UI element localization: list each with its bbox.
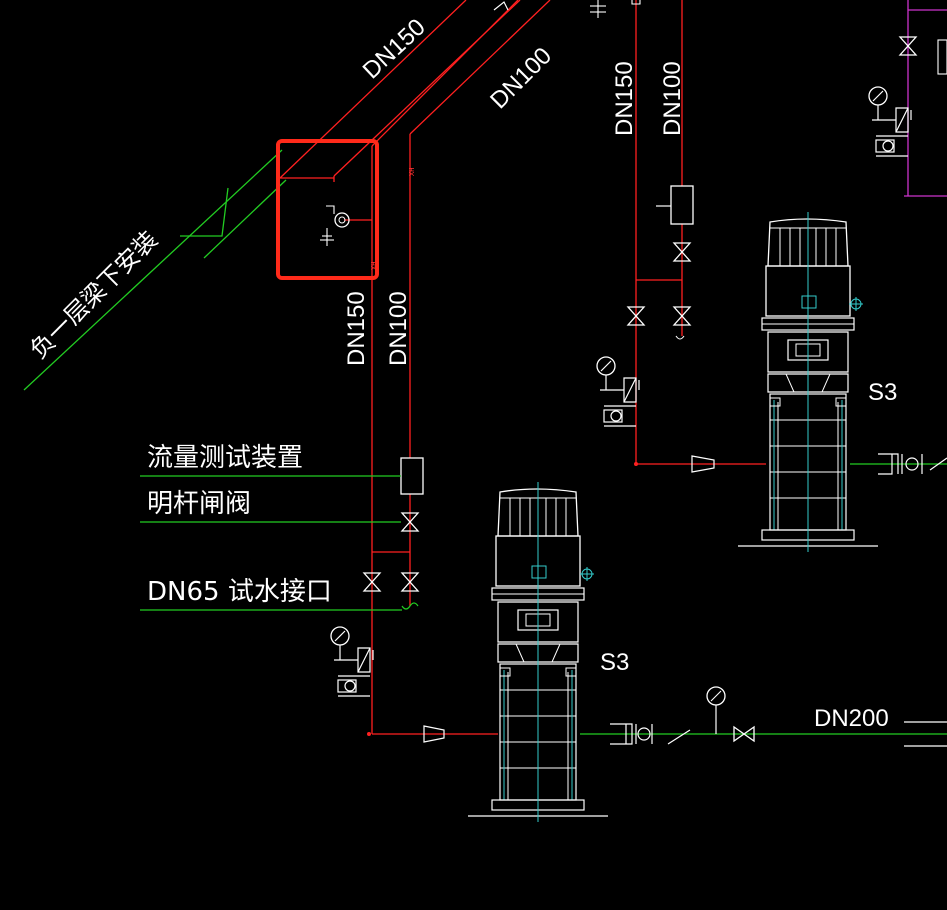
- pressure-gauge-icon: [868, 86, 912, 157]
- pressure-gauge-icon: [334, 212, 350, 228]
- flowmeter-icon: [400, 457, 424, 495]
- label-gate-valve: 明杆闸阀: [147, 489, 251, 519]
- svg-text:XH: XH: [370, 262, 378, 270]
- label-dn200: DN200: [814, 705, 889, 732]
- label-dn100-top: DN100: [659, 61, 686, 136]
- label-flow-device: 流量测试装置: [147, 443, 303, 473]
- pipe-dn150-diagonal: [279, 0, 467, 179]
- svg-text:XH: XH: [408, 168, 416, 176]
- label-dn100-mid: DN100: [385, 291, 412, 366]
- label-dn150-top: DN150: [611, 61, 638, 136]
- label-dn150-diag: DN150: [358, 14, 431, 85]
- label-install-note: 负一层梁下安装: [24, 226, 163, 365]
- pipe-dn150-diagonal-3: [371, 0, 519, 147]
- label-test-outlet: DN65 试水接口: [147, 577, 332, 607]
- pressure-gauge-icon: [596, 356, 640, 427]
- leader-line-install-note: [23, 149, 283, 391]
- label-dn150-mid: DN150: [343, 291, 370, 366]
- label-dn100-diag: DN100: [485, 42, 557, 114]
- check-valve-icon: [691, 455, 715, 473]
- label-pump-right: S3: [868, 379, 897, 406]
- flowmeter-icon: [670, 185, 694, 225]
- pipe-dn100-diagonal: [409, 0, 551, 135]
- pressure-gauge-icon: [330, 626, 374, 697]
- highlight-box[interactable]: [276, 139, 379, 280]
- pump-icon: [467, 481, 609, 823]
- check-valve-icon: [423, 725, 445, 743]
- pump-icon: [737, 211, 879, 553]
- label-pump-left: S3: [600, 649, 629, 676]
